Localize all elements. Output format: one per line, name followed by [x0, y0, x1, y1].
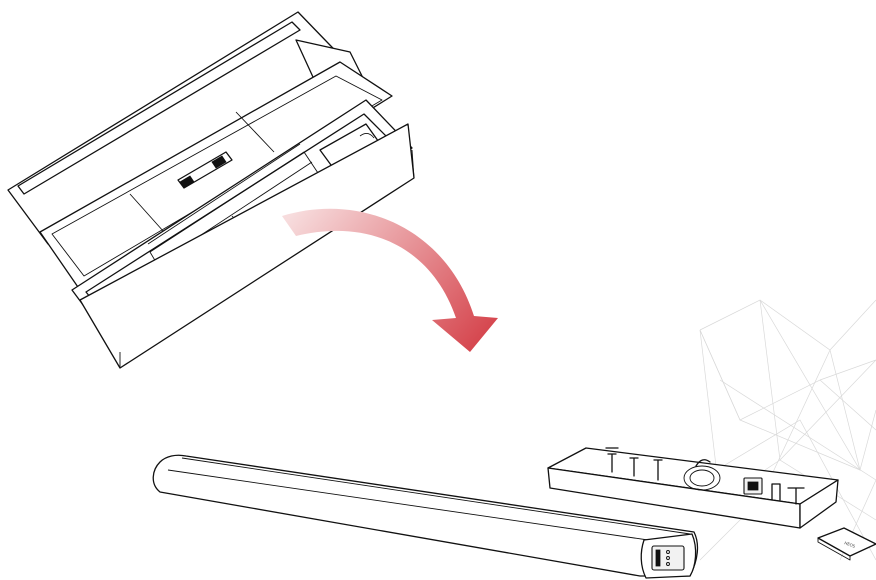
curved-arrow-icon — [282, 209, 498, 352]
card-icon: HEOS — [818, 528, 876, 560]
open-box-icon — [8, 12, 414, 368]
accessory-box-icon — [548, 448, 838, 528]
